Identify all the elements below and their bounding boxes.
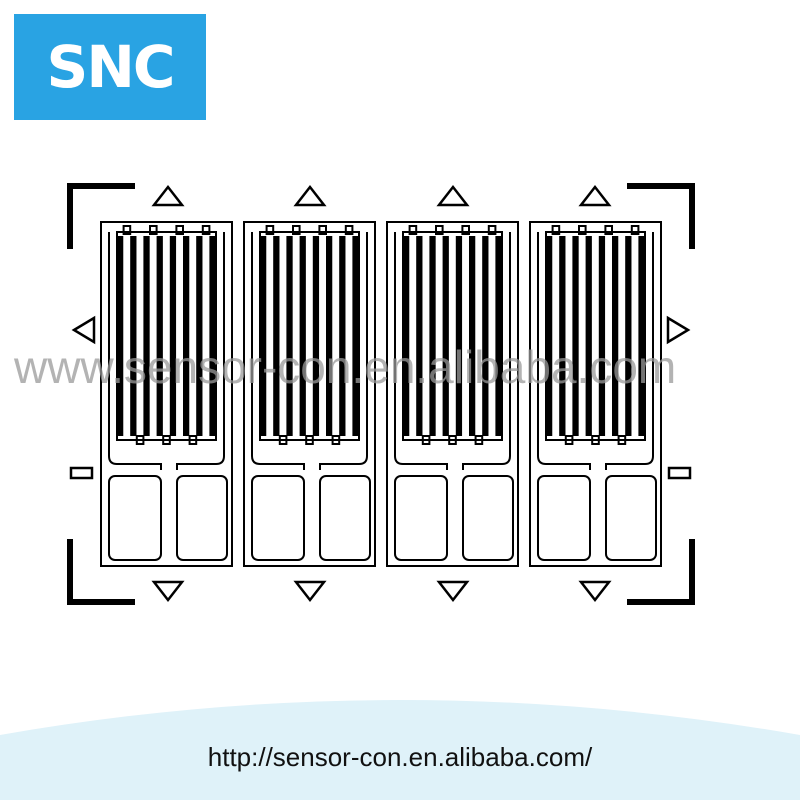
strain-gauge — [100, 221, 233, 567]
footer-url[interactable]: http://sensor-con.en.alibaba.com/ — [207, 742, 593, 772]
snc-logo: SNC — [14, 14, 206, 120]
corner-brackets — [67, 183, 695, 605]
strain-gauge — [243, 221, 376, 567]
watermark-text: www.sensor-con.en.alibaba.com — [14, 341, 677, 393]
alignment-marks — [69, 184, 692, 603]
strain-gauge — [529, 221, 662, 567]
strain-gauge — [386, 221, 519, 567]
logo-text: SNC — [46, 33, 176, 101]
gauges — [100, 221, 662, 567]
